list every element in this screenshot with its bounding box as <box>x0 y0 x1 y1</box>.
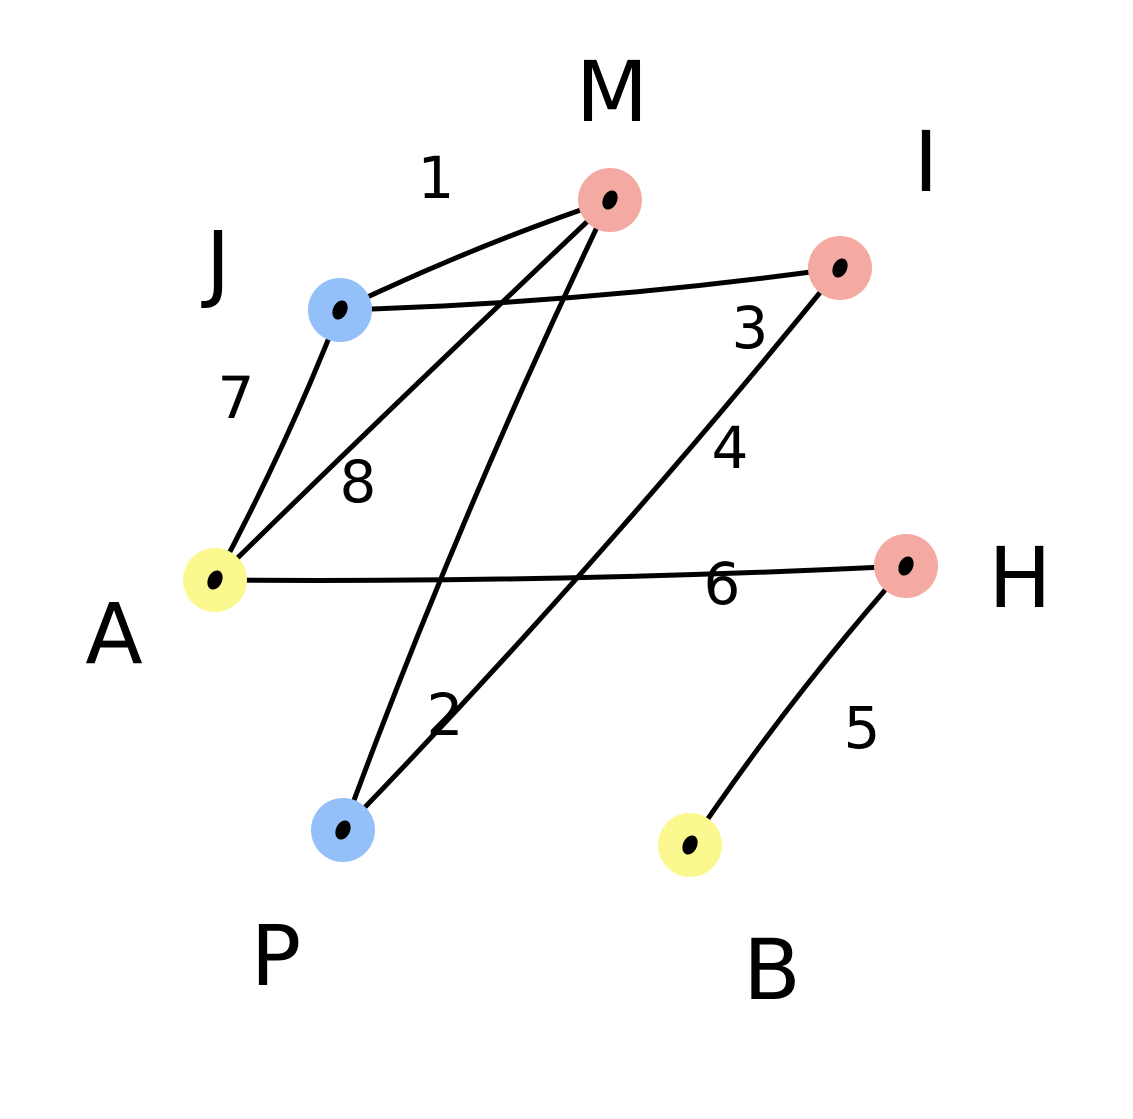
edge-weight-p-m: 2 <box>427 681 464 749</box>
node-h-label: H <box>988 529 1051 627</box>
edge-weight-b-h: 5 <box>844 694 881 762</box>
node-m-label: M <box>576 43 648 141</box>
node-b <box>658 813 722 877</box>
edge-p-m <box>340 197 613 833</box>
edge-j-i <box>337 265 843 313</box>
node-b-label: B <box>743 921 801 1019</box>
edge-j-a <box>212 307 343 583</box>
node-p <box>311 798 375 862</box>
node-p-label: P <box>251 907 302 1005</box>
edge-weight-j-i: 3 <box>732 294 769 362</box>
edges-layer <box>212 197 909 848</box>
node-a-label: A <box>85 585 142 683</box>
edge-weight-p-i: 4 <box>712 414 749 482</box>
edge-weight-a-h: 6 <box>704 550 741 618</box>
node-b-dot <box>682 835 698 855</box>
node-h <box>874 534 938 598</box>
node-p-dot <box>335 820 351 840</box>
edge-p-i <box>340 265 843 833</box>
node-m <box>578 168 642 232</box>
edge-a-m <box>212 197 613 583</box>
edge-weight-j-m: 1 <box>418 144 455 212</box>
nodes-layer <box>183 168 938 877</box>
node-a <box>183 548 247 612</box>
node-a-dot <box>207 570 223 590</box>
node-j-dot <box>332 300 348 320</box>
edge-a-h <box>212 563 909 583</box>
labels-layer: 1 3 7 8 6 2 4 5 M I J A H P B <box>85 43 1051 1019</box>
node-i-dot <box>832 258 848 278</box>
node-j-label: J <box>201 213 231 311</box>
edge-b-h <box>687 563 909 848</box>
node-i <box>808 236 872 300</box>
node-h-dot <box>898 556 914 576</box>
edge-j-m <box>337 197 613 313</box>
node-j <box>308 278 372 342</box>
node-m-dot <box>602 190 618 210</box>
node-i-label: I <box>914 113 939 211</box>
edge-weight-j-a: 7 <box>218 364 255 432</box>
edge-weight-a-m: 8 <box>340 448 377 516</box>
